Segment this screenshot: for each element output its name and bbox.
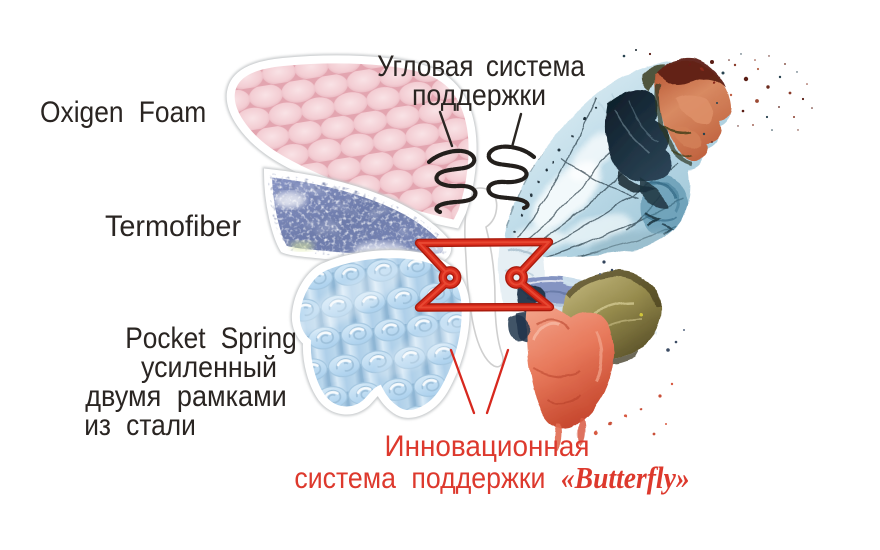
corner-spring-icons (426, 144, 537, 215)
coil-spring-left-icon (426, 148, 478, 215)
leader-lines (438, 110, 523, 149)
label-pocket-spring-line4: из стали (84, 409, 196, 442)
label-termofiber: Termofiber (105, 210, 242, 243)
coil-spring-right-icon (486, 144, 537, 211)
red-pointer-lines (449, 348, 510, 415)
label-pocket-spring-line3: двумя рамками (85, 380, 287, 413)
label-innovation-line1: Инновационная (384, 429, 590, 463)
label-innovation-butterfly-script: «Butterfly» (560, 460, 690, 495)
label-corner-system-line1: Угловая система (377, 50, 585, 83)
label-oxigen-foam: Oxigen Foam (40, 96, 207, 129)
label-pocket-spring-line2: усиленный (141, 351, 277, 384)
label-corner-system-line2: поддержки (411, 79, 547, 112)
label-pocket-spring-line1: Pocket Spring (125, 322, 297, 355)
butterfly-body (464, 187, 504, 368)
butterfly-frame-icon (414, 237, 555, 312)
paint-speckles (599, 49, 813, 436)
left-wing-pocket-spring (290, 254, 470, 414)
label-innovation-line2-text: система поддержки (294, 462, 546, 495)
label-innovation-line2: система поддержки «Butterfly» (294, 462, 689, 494)
